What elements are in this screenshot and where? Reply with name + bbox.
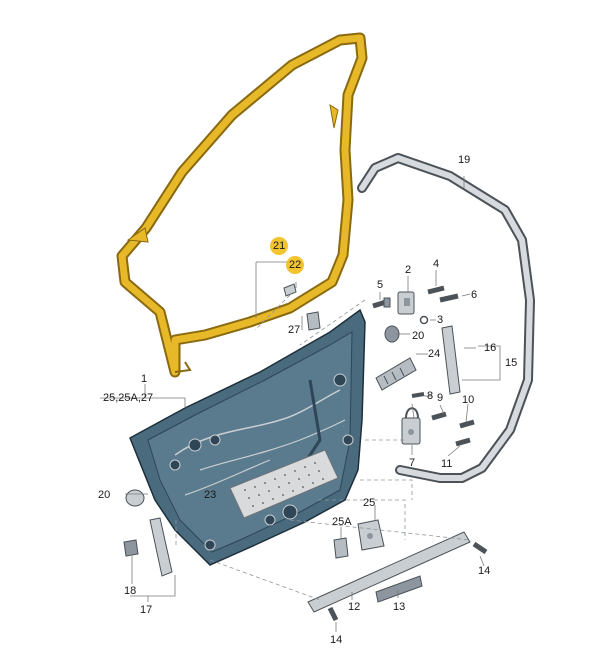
clip-27	[306, 311, 321, 331]
lower-hinge-7	[401, 407, 421, 445]
callout-12: 12	[348, 601, 361, 613]
callout-14-right: 14	[478, 565, 491, 577]
nut-3	[419, 315, 429, 325]
bolt-11	[455, 437, 471, 447]
callout-1: 1	[141, 373, 148, 385]
window-channel-seal-19	[357, 153, 535, 483]
callout-14-bottom: 14	[330, 634, 343, 646]
callout-23: 23	[204, 489, 217, 501]
door-seal-21	[116, 32, 368, 378]
callout-3: 3	[437, 314, 444, 326]
grommet-20-lower	[125, 489, 145, 507]
bolt-10	[459, 419, 475, 429]
dashed-guides	[175, 294, 471, 601]
callout-11: 11	[441, 458, 453, 470]
callout-27: 27	[288, 324, 301, 336]
callout-13: 13	[393, 601, 406, 613]
bolt-6	[439, 293, 459, 303]
callout-21: 21	[273, 240, 286, 252]
callout-18: 18	[124, 585, 137, 597]
callout-17: 17	[140, 604, 153, 616]
callout-8: 8	[427, 390, 434, 402]
callout-19: 19	[458, 154, 471, 166]
callout-22: 22	[289, 259, 302, 271]
callout-7: 7	[409, 457, 416, 469]
callout-6: 6	[471, 289, 478, 301]
clip-25a	[333, 537, 349, 559]
callout-10: 10	[462, 394, 475, 406]
callout-20-lower: 20	[98, 489, 111, 501]
screw-14-right	[472, 541, 488, 555]
callout-25: 25	[363, 497, 376, 509]
leader-lines	[100, 176, 501, 632]
sound-pad-23	[229, 449, 339, 519]
callout-4: 4	[433, 258, 440, 270]
clip-22	[283, 283, 297, 297]
callout-15: 15	[505, 357, 518, 369]
callout-16: 16	[484, 342, 497, 354]
callout-9: 9	[437, 392, 444, 404]
callout-1-subparts: 25,25A,27	[103, 392, 154, 404]
hinge-plate-16	[441, 325, 461, 395]
trim-strip-12	[307, 531, 471, 613]
bolt-5	[372, 297, 391, 309]
trim-strip-13	[375, 575, 423, 603]
callout-24: 24	[428, 348, 441, 360]
screw-14-bottom	[327, 606, 339, 622]
sill-trim-17	[149, 517, 173, 577]
door-check-strap-24	[375, 357, 417, 391]
callout-25a: 25A	[332, 516, 352, 528]
bolt-8	[411, 392, 425, 398]
highlight-circle-22	[286, 256, 304, 274]
callout-2: 2	[405, 264, 412, 276]
callout-20-upper: 20	[412, 330, 425, 342]
highlight-circle-21	[270, 237, 288, 255]
clip-18	[123, 539, 139, 557]
bolt-4	[427, 285, 445, 295]
bracket-25	[357, 519, 385, 551]
callout-5: 5	[377, 279, 384, 291]
door-body-1	[129, 308, 366, 566]
bolt-9	[431, 411, 447, 421]
upper-hinge-2	[397, 291, 415, 315]
